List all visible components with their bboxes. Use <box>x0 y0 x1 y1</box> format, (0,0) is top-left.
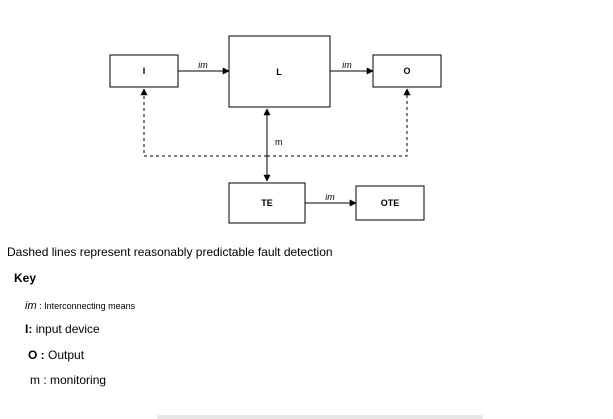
node-label-l: L <box>276 67 282 77</box>
key-desc-m: monitoring <box>50 373 107 387</box>
key-desc-o: Output <box>48 348 85 362</box>
key-item-im: im : Interconnecting means <box>25 298 135 312</box>
key-symbol-m: m <box>30 373 40 387</box>
node-box-o <box>372 54 442 88</box>
key-separator-im: : <box>36 301 45 311</box>
node-box-i <box>109 54 179 88</box>
key-separator-m: : <box>40 373 51 387</box>
edge-label-l-te: m <box>275 137 283 147</box>
key-desc-i: input device <box>35 322 100 336</box>
node-box-te <box>228 182 306 224</box>
node-box-l <box>228 35 331 108</box>
key-symbol-o: O : <box>28 348 45 362</box>
edge-label-i-l: im <box>198 60 208 70</box>
dashed-edge-te-to-o <box>267 88 411 157</box>
edge-label-te-ote: im <box>325 192 335 202</box>
block-diagram: I L O TE OTE im im m im <box>109 35 442 224</box>
node-label-i: I <box>143 66 146 76</box>
key-symbol-i: I: <box>25 322 33 336</box>
key-item-m: m : monitoring <box>30 373 106 387</box>
node-label-te: TE <box>261 198 273 208</box>
node-box-ote <box>355 185 425 221</box>
edge-label-l-o: im <box>342 60 352 70</box>
horizontal-scrollbar[interactable] <box>157 415 483 419</box>
diagram-caption: Dashed lines represent reasonably predic… <box>7 245 333 259</box>
key-item-o: O : Output <box>28 348 84 362</box>
node-label-ote: OTE <box>381 198 400 208</box>
key-symbol-im: im <box>25 300 37 312</box>
node-label-o: O <box>403 66 410 76</box>
key-title: Key <box>14 271 37 285</box>
key-item-i: I: input device <box>25 322 100 336</box>
dashed-edge-te-to-i <box>140 88 267 157</box>
key-desc-im: Interconnecting means <box>44 301 136 311</box>
